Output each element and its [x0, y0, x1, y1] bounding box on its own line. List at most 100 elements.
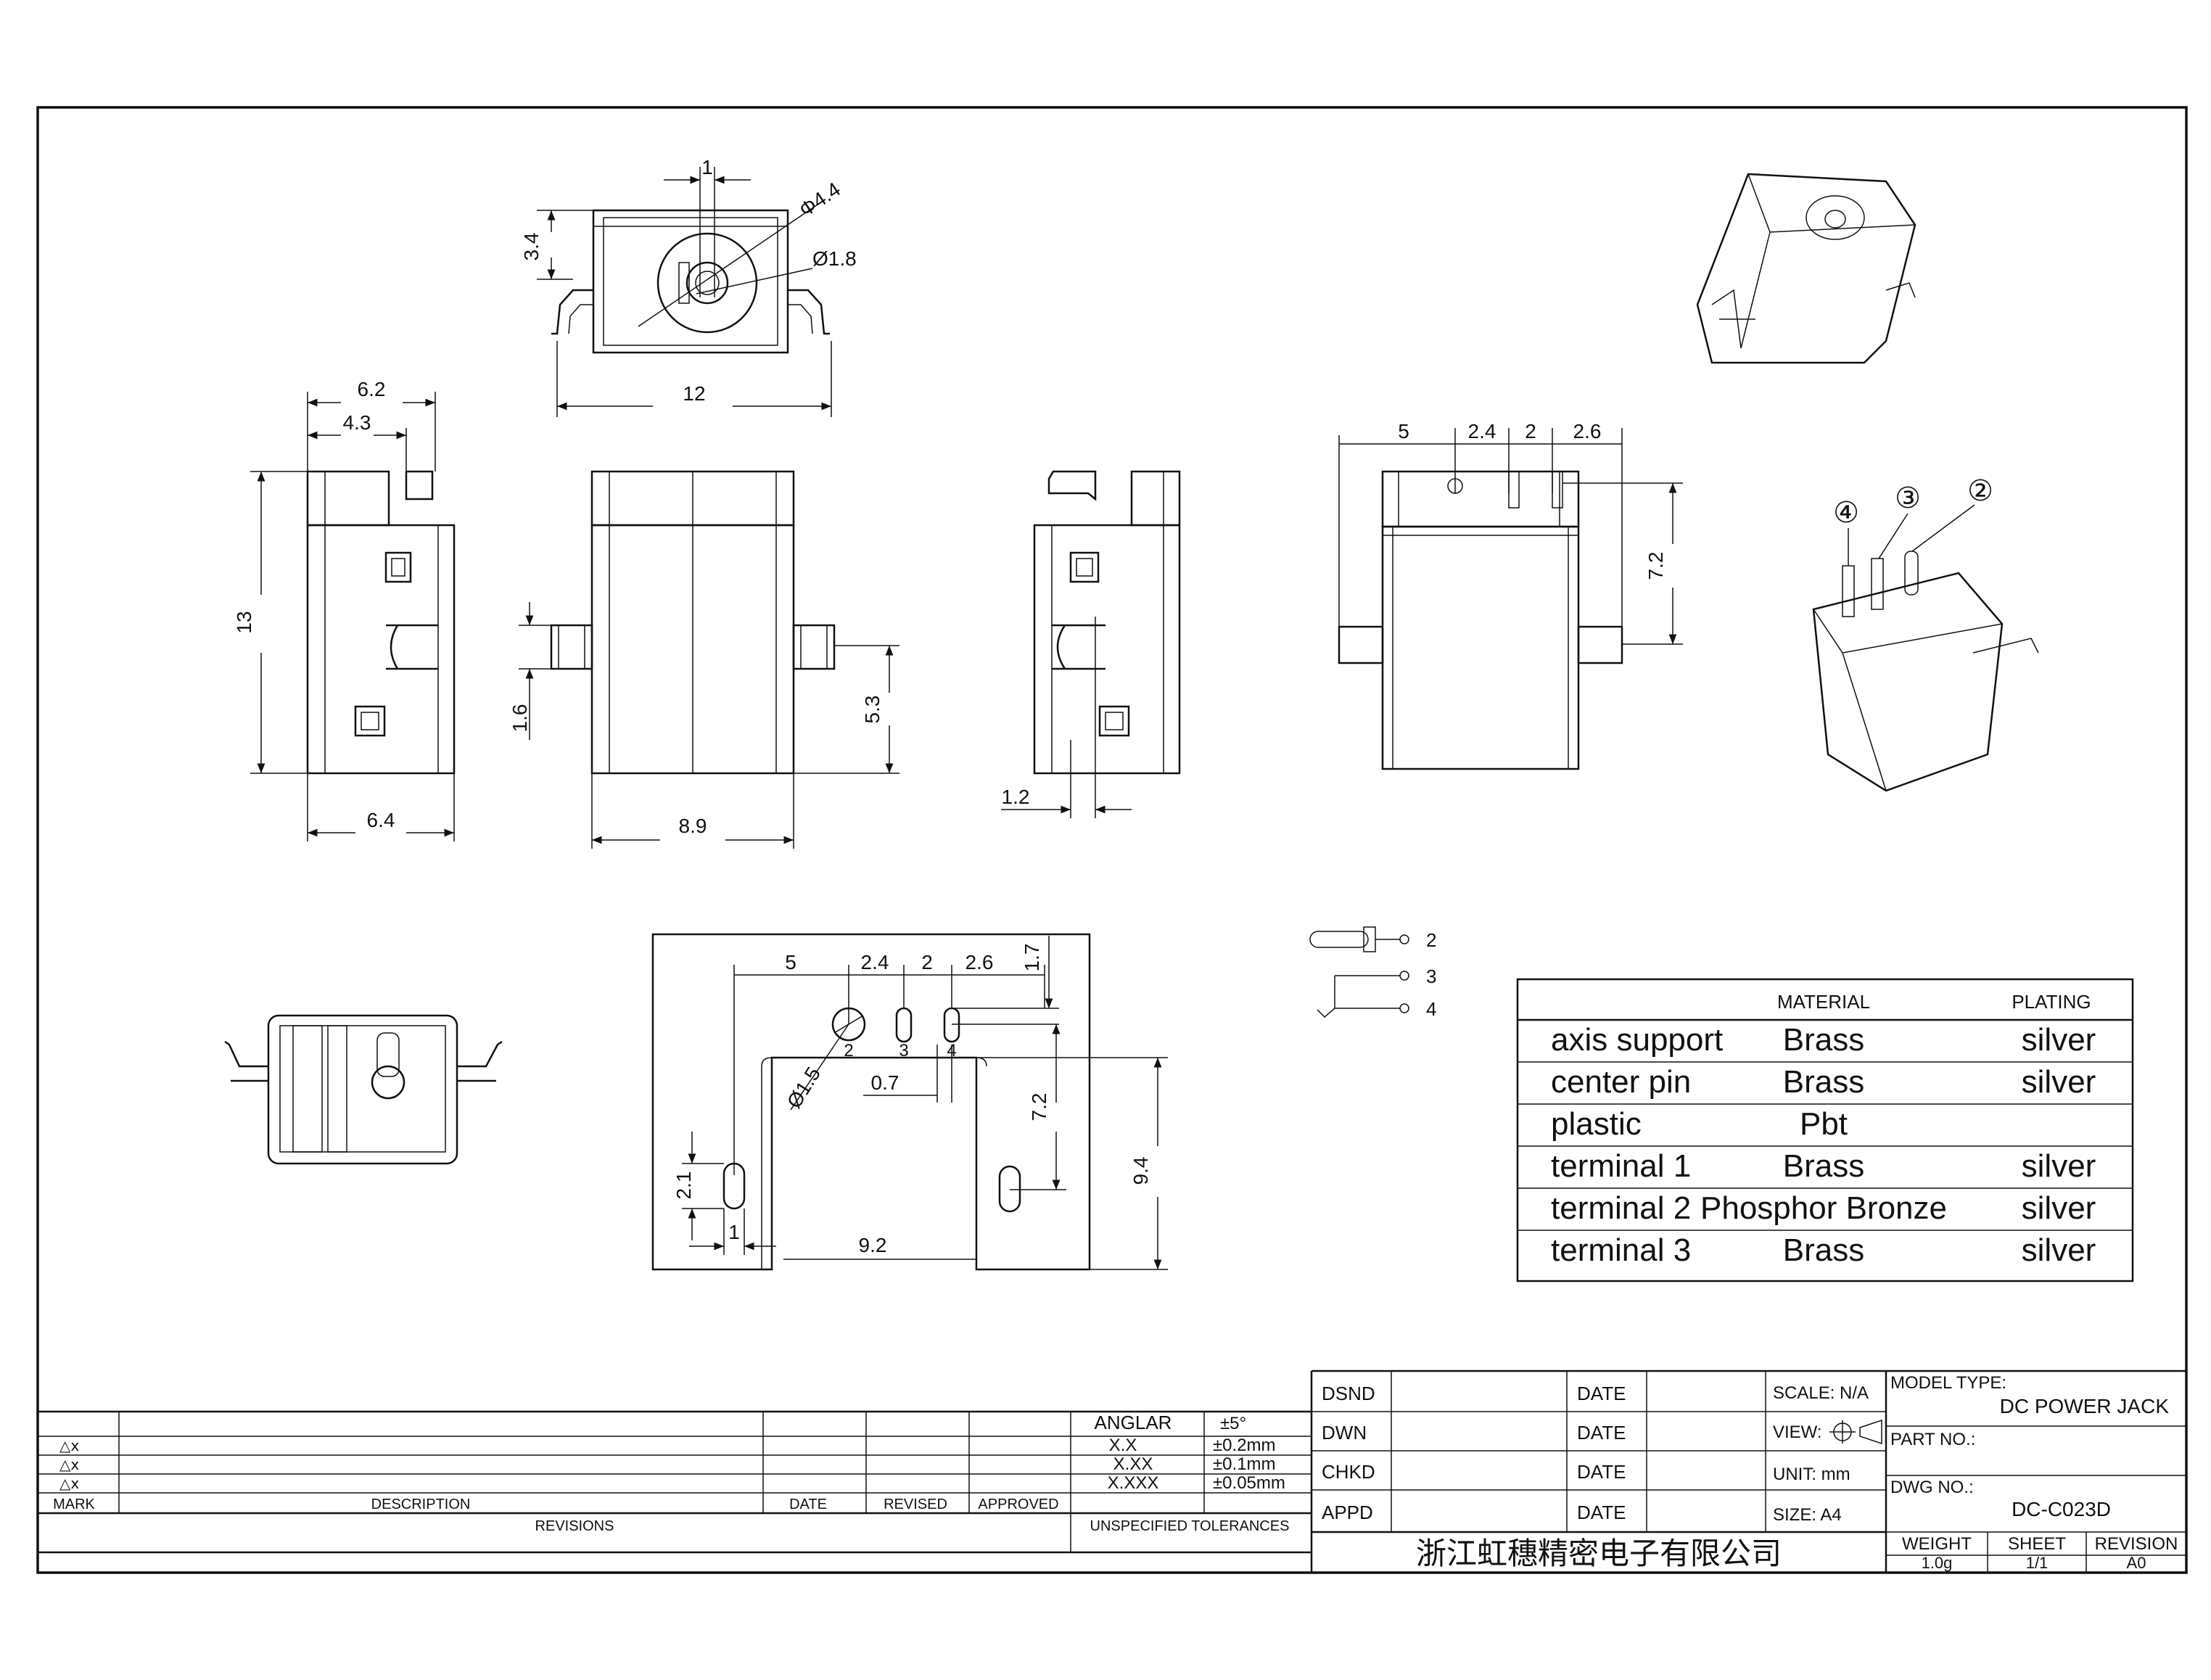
- dim-top-w26: 2.6: [1573, 420, 1602, 442]
- material-row-plating: silver: [2022, 1064, 2096, 1100]
- dim-top-w5: 5: [1398, 420, 1409, 442]
- material-row-plating: silver: [2022, 1232, 2096, 1268]
- dim-front-d44: Φ4.4: [795, 178, 844, 221]
- material-row-material: Brass: [1783, 1232, 1864, 1268]
- dim-fp-w24: 2.4: [861, 951, 889, 973]
- material-row-part: plastic: [1551, 1106, 1642, 1142]
- part-no-label: PART NO.:: [1890, 1430, 1975, 1449]
- sheet-border: [36, 106, 2188, 1574]
- model-type-label: MODEL TYPE:: [1890, 1373, 2006, 1393]
- pad-3-slot: [895, 1007, 913, 1043]
- signoff-role: DSND: [1322, 1383, 1375, 1404]
- dim-top-w24: 2.4: [1468, 420, 1496, 442]
- pad-4-slot: [943, 1007, 960, 1043]
- model-type-value: DC POWER JACK: [2000, 1395, 2170, 1417]
- bottom-view: [224, 1014, 503, 1165]
- dim-front-h34: 3.4: [520, 233, 543, 261]
- iso-label-3: ③: [1895, 482, 1921, 515]
- material-row-material: Brass: [1783, 1064, 1864, 1100]
- material-row-part: terminal 2: [1551, 1190, 1691, 1226]
- pad-label-2: 2: [844, 1041, 853, 1061]
- tol-fmt-3: X.XXX: [1108, 1473, 1159, 1493]
- tol-val-3: ±0.05mm: [1213, 1473, 1285, 1493]
- material-row-material: Phosphor Bronze: [1700, 1190, 1947, 1226]
- view-label: VIEW:: [1773, 1422, 1822, 1442]
- signoff-role: APPD: [1322, 1502, 1373, 1523]
- dim-front-d18: Ø1.8: [812, 247, 857, 270]
- material-header: MATERIAL: [1777, 991, 1870, 1013]
- dwg-no-value: DC-C023D: [2012, 1498, 2111, 1520]
- rev-header-description: DESCRIPTION: [371, 1496, 471, 1512]
- signoff-date: DATE: [1577, 1461, 1626, 1483]
- front-view: 1 Φ4.4 Ø1.8 3.4 12: [520, 156, 857, 417]
- iso-label-4: ④: [1833, 496, 1859, 530]
- pad-label-3: 3: [899, 1041, 908, 1061]
- dwg-no-label: DWG NO.:: [1890, 1478, 1974, 1497]
- isometric-view-pins: ④ ③ ②: [1812, 474, 2039, 792]
- tol-fmt-2: X.XX: [1113, 1454, 1153, 1474]
- dim-top-h72: 7.2: [1644, 552, 1667, 580]
- dim-right-w12: 1.2: [1002, 786, 1030, 808]
- unit-label: UNIT: mm: [1773, 1465, 1850, 1484]
- weight-label: WEIGHT: [1902, 1534, 1972, 1554]
- material-row-material: Brass: [1783, 1148, 1864, 1184]
- material-row-material: Brass: [1783, 1022, 1864, 1058]
- angle-label: ANGLAR: [1095, 1412, 1172, 1433]
- jack-opening-circle: [656, 232, 758, 334]
- dim-front-w12: 12: [683, 382, 705, 405]
- signoff-date: DATE: [1577, 1422, 1626, 1444]
- side-view-middle: 1.6 8.9 5.3: [509, 470, 899, 849]
- material-row-part: terminal 1: [1551, 1148, 1691, 1184]
- schematic-pin-4: 4: [1426, 998, 1436, 1020]
- dim-top-w2: 2: [1525, 420, 1536, 442]
- pad-1-slot-right: [998, 1165, 1021, 1213]
- side-view-left: 6.2 4.3 13 6.4: [233, 378, 456, 841]
- dim-front-1: 1: [701, 156, 713, 178]
- rev-header-date: DATE: [789, 1496, 827, 1512]
- rev-header-revised: REVISED: [884, 1496, 947, 1512]
- dim-fp-w1: 1: [728, 1221, 740, 1243]
- rev-header-approved: APPROVED: [978, 1496, 1058, 1512]
- dim-fp-w07: 0.7: [871, 1071, 899, 1094]
- plating-header: PLATING: [2012, 991, 2091, 1013]
- dim-fp-d15: Ø1.5: [783, 1063, 825, 1112]
- dim-fp-w2: 2: [921, 951, 933, 973]
- size-label: SIZE: A4: [1773, 1505, 1842, 1525]
- dim-fp-w92: 9.2: [859, 1234, 887, 1256]
- unspecified-tolerances: UNSPECIFIED TOLERANCES: [1090, 1518, 1290, 1534]
- angle-tol: ±5°: [1220, 1414, 1246, 1433]
- revision-value: A0: [2127, 1554, 2146, 1572]
- dim-fp-w5: 5: [785, 951, 796, 973]
- material-row-part: terminal 3: [1551, 1232, 1691, 1268]
- revision-label: REVISION: [2095, 1534, 2178, 1554]
- tol-fmt-1: X.X: [1109, 1436, 1137, 1455]
- dim-left-h13: 13: [233, 611, 255, 633]
- sheet-label: SHEET: [2008, 1534, 2066, 1554]
- dim-mid-h16: 1.6: [509, 704, 531, 733]
- tol-val-2: ±0.1mm: [1213, 1454, 1276, 1474]
- signoff-date: DATE: [1577, 1502, 1626, 1523]
- tol-val-1: ±0.2mm: [1213, 1436, 1276, 1455]
- schematic-symbol: 2 3 4: [1309, 926, 1436, 1020]
- isometric-view-top: [1696, 173, 1916, 364]
- material-row-plating: silver: [2022, 1148, 2096, 1184]
- iso-label-2: ②: [1967, 474, 1993, 508]
- dim-mid-h53: 5.3: [861, 696, 884, 724]
- side-view-right: 1.2: [1001, 470, 1181, 818]
- mark-2: △x: [59, 1456, 79, 1473]
- title-block: ANGLAR ±5° X.X ±0.2mm X.XX ±0.1mm X.XXX …: [38, 1370, 2186, 1573]
- dim-fp-h72: 7.2: [1028, 1093, 1050, 1121]
- material-row-plating: silver: [2022, 1022, 2096, 1058]
- rev-header-mark: MARK: [53, 1496, 95, 1512]
- signoff-role: DWN: [1322, 1422, 1367, 1444]
- scale-label: SCALE: N/A: [1773, 1383, 1869, 1403]
- schematic-pin-3: 3: [1426, 965, 1436, 987]
- dim-fp-h94: 9.4: [1129, 1157, 1152, 1185]
- pcb-footprint: 2 3 4 5 2.4 2 2.6 1.7 Ø1.5 0.7 7.2: [651, 933, 1168, 1271]
- mark-3: △x: [59, 1475, 79, 1492]
- material-row-material: Pbt: [1800, 1106, 1848, 1142]
- sheet-value: 1/1: [2026, 1554, 2049, 1572]
- mark-1: △x: [59, 1437, 79, 1454]
- schematic-pin-2: 2: [1426, 929, 1436, 951]
